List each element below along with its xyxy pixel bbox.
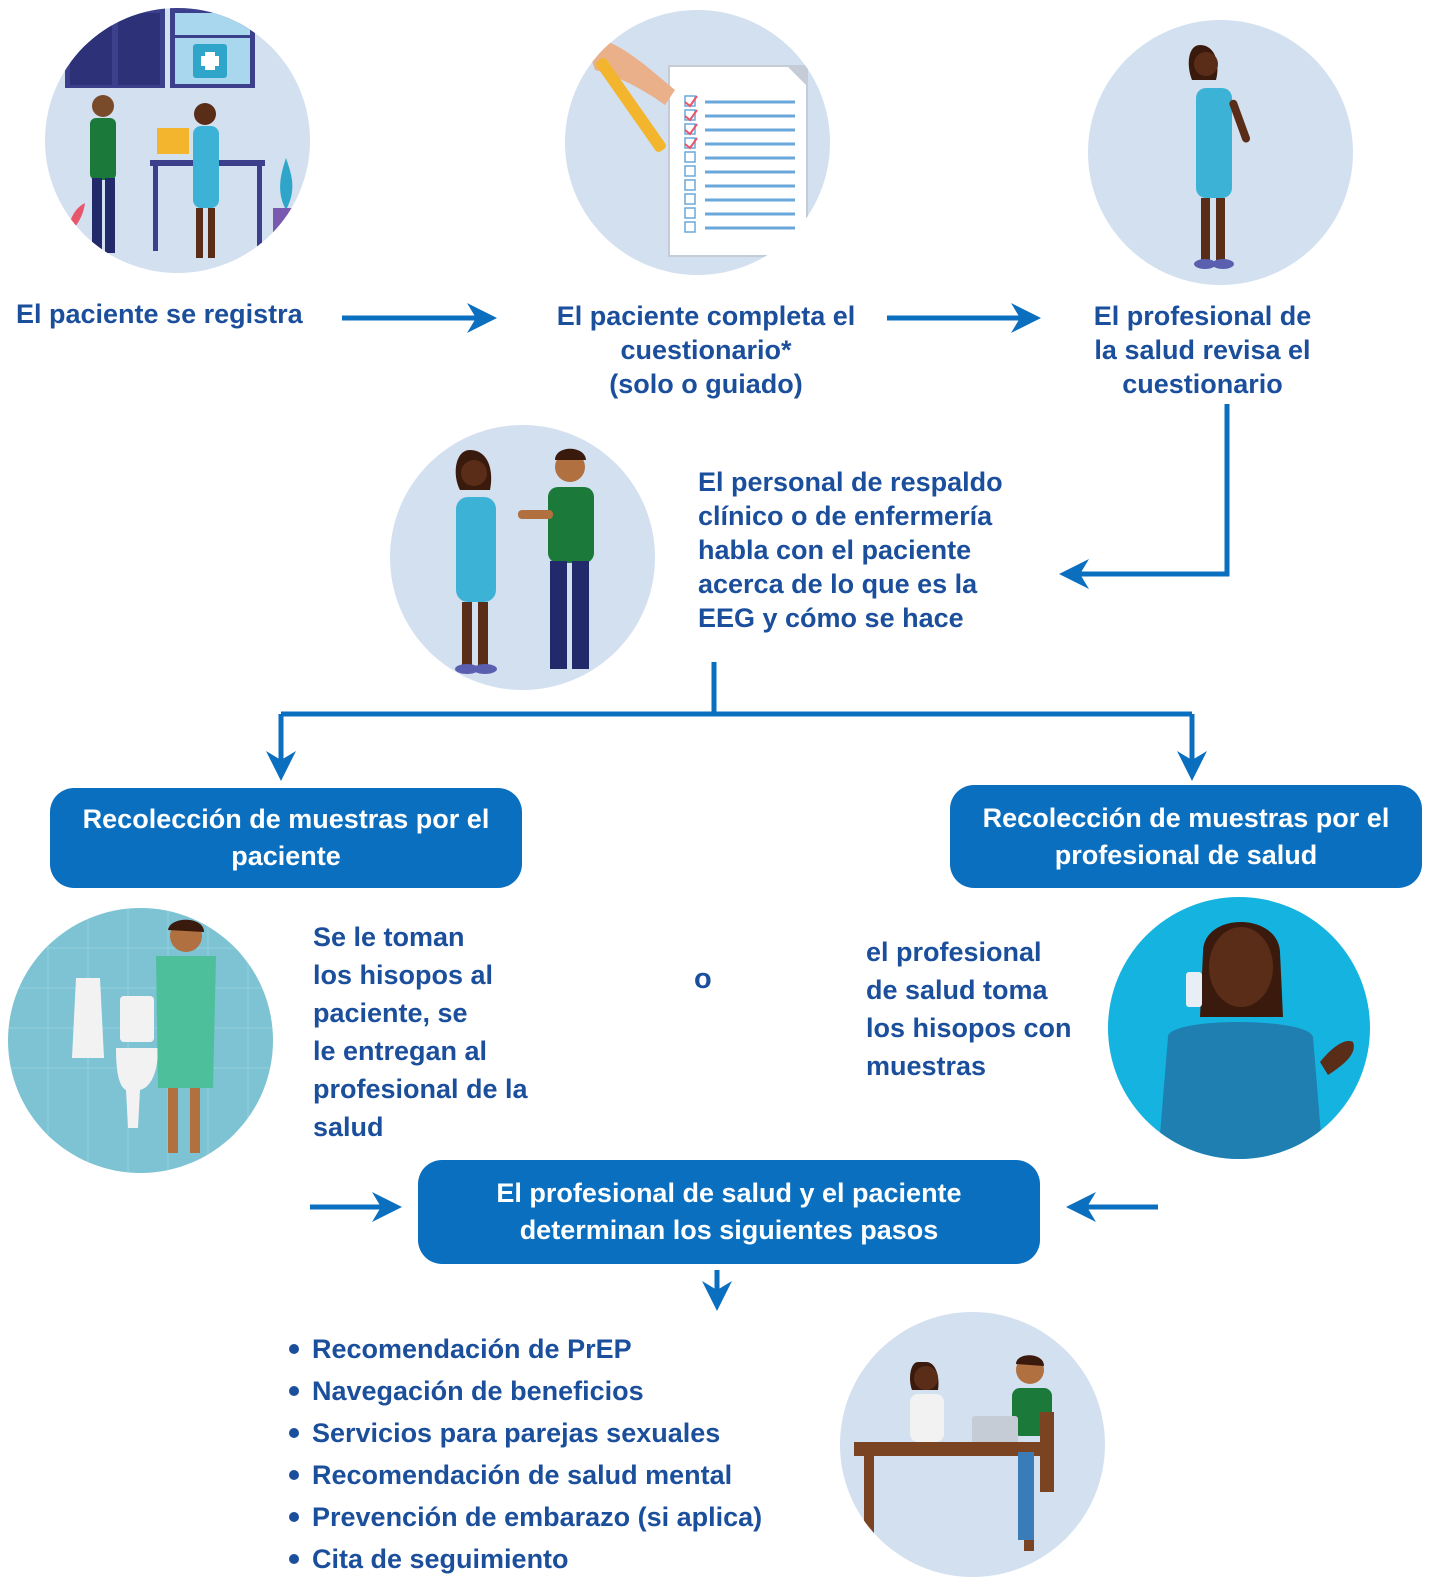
step-review: El profesional de la salud revisa el cue… xyxy=(1060,299,1345,401)
or-label: o xyxy=(694,963,712,995)
list-item: Recomendación de PrEP xyxy=(287,1328,762,1370)
provider-collection-line1: Recolección de muestras por el xyxy=(982,802,1390,833)
consultation-illustration xyxy=(840,1312,1105,1577)
next-steps-box: El profesional de salud y el paciente de… xyxy=(418,1160,1040,1264)
step-talk-line1: El personal de respaldo xyxy=(698,467,1003,497)
patient-collection-box: Recolección de muestras por el paciente xyxy=(50,788,522,888)
next-steps-line2: determinan los siguientes pasos xyxy=(519,1215,939,1245)
step-register: El paciente se registra xyxy=(16,299,303,329)
list-item: Cita de seguimiento xyxy=(287,1538,762,1580)
staff-patient-talk-illustration xyxy=(390,425,655,690)
next-steps-line1: El profesional de salud y el paciente xyxy=(496,1178,962,1208)
patient-collection-description: Se le toman los hisopos al paciente, se … xyxy=(313,918,528,1146)
step-review-line2: la salud revisa el xyxy=(1094,335,1311,365)
patient-desc-line: profesional de la xyxy=(313,1074,528,1104)
list-item: Recomendación de salud mental xyxy=(287,1454,762,1496)
arrow-review-to-talk xyxy=(1058,404,1230,589)
list-item: Navegación de beneficios xyxy=(287,1370,762,1412)
step-talk-line3: habla con el paciente xyxy=(698,535,972,565)
patient-desc-line: Se le toman xyxy=(313,922,465,952)
step-talk-line5: EEG y cómo se hace xyxy=(698,603,964,633)
provider-desc-line: el profesional xyxy=(866,937,1042,967)
step-questionnaire-line3: (solo o guiado) xyxy=(609,369,803,399)
patient-desc-line: salud xyxy=(313,1112,384,1142)
patient-desc-line: los hisopos al xyxy=(313,960,494,990)
provider-swab-illustration xyxy=(1108,897,1370,1159)
patient-collection-line2: paciente xyxy=(231,841,341,871)
step-talk-line2: clínico o de enfermería xyxy=(698,501,993,531)
patient-desc-line: paciente, se xyxy=(313,998,468,1028)
questionnaire-illustration xyxy=(565,10,830,275)
list-item: Prevención de embarazo (si aplica) xyxy=(287,1496,762,1538)
step-questionnaire-line1: El paciente completa el xyxy=(556,301,856,331)
step-talk: El personal de respaldo clínico o de enf… xyxy=(698,465,1003,635)
provider-desc-line: de salud toma xyxy=(866,975,1048,1005)
list-item: Servicios para parejas sexuales xyxy=(287,1412,762,1454)
patient-desc-line: le entregan al xyxy=(313,1036,488,1066)
step-questionnaire-line2: cuestionario* xyxy=(620,335,792,365)
next-steps-list: Recomendación de PrEP Navegación de bene… xyxy=(287,1328,762,1580)
step-review-line3: cuestionario xyxy=(1122,369,1283,399)
step-talk-line4: acerca de lo que es la xyxy=(698,569,978,599)
provider-review-illustration xyxy=(1088,20,1353,285)
patient-collection-line1: Recolección de muestras por el xyxy=(82,804,490,834)
provider-desc-line: los hisopos con xyxy=(866,1013,1072,1043)
step-review-line1: El profesional de xyxy=(1093,301,1312,331)
provider-collection-line2: profesional de salud xyxy=(1054,839,1318,870)
bathroom-self-swab-illustration xyxy=(8,908,273,1173)
provider-collection-box: Recolección de muestras por el profesion… xyxy=(950,785,1422,888)
provider-collection-description: el profesional de salud toma los hisopos… xyxy=(866,933,1072,1085)
step-questionnaire: El paciente completa el cuestionario* (s… xyxy=(520,299,892,401)
registration-illustration xyxy=(45,8,310,273)
provider-desc-line: muestras xyxy=(866,1051,987,1081)
